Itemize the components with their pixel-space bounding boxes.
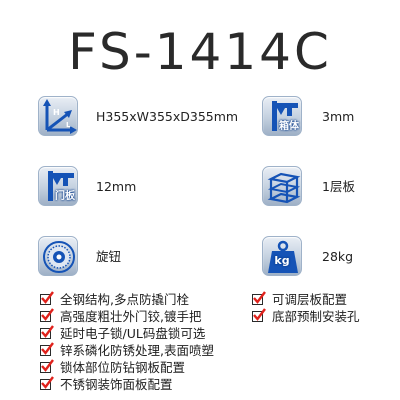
features-left-list: 全钢结构,多点防撬门栓 高强度粗壮外门铰,镀手把 延时电子锁/UL码盘锁可选 锌… (40, 291, 214, 393)
check-icon (40, 359, 54, 373)
spec-shelves-value: 1层板 (322, 179, 355, 194)
feature-item: 可调层板配置 (252, 291, 360, 308)
dimension-axes-icon: H L (38, 96, 78, 136)
feature-text: 不锈钢装饰面板配置 (60, 377, 173, 392)
shelf-icon (262, 166, 302, 206)
spec-body-thickness-value: 3mm (322, 109, 355, 124)
weight-icon: kg (262, 236, 302, 276)
check-icon (40, 376, 54, 390)
check-icon (252, 308, 266, 322)
check-icon (252, 291, 266, 305)
feature-text: 底部预制安装孔 (272, 309, 360, 324)
caliper-door-icon: 门板 (38, 166, 78, 206)
spec-weight-value: 28kg (322, 249, 354, 264)
spec-dimensions-value: H355xW355xD355mm (96, 109, 239, 124)
dial-knob-icon (38, 236, 78, 276)
spec-lock-value: 旋钮 (96, 249, 122, 264)
check-icon (40, 325, 54, 339)
caliper-door-badge: 门板 (55, 191, 75, 202)
feature-item: 高强度粗壮外门铰,镀手把 (40, 308, 214, 325)
feature-item: 不锈钢装饰面板配置 (40, 376, 214, 393)
feature-text: 锁体部位防钻钢板配置 (60, 360, 186, 375)
check-icon (40, 291, 54, 305)
svg-text:L: L (66, 121, 71, 129)
weight-badge: kg (274, 254, 290, 267)
feature-text: 全钢结构,多点防撬门栓 (60, 292, 189, 307)
feature-item: 锁体部位防钻钢板配置 (40, 359, 214, 376)
feature-text: 高强度粗壮外门铰,镀手把 (60, 309, 202, 324)
feature-item: 底部预制安装孔 (252, 308, 360, 325)
features-right-list: 可调层板配置 底部预制安装孔 (252, 291, 360, 325)
feature-item: 延时电子锁/UL码盘锁可选 (40, 325, 214, 342)
feature-text: 锌系磷化防锈处理,表面喷塑 (60, 343, 214, 358)
feature-text: 可调层板配置 (272, 292, 348, 307)
feature-item: 全钢结构,多点防撬门栓 (40, 291, 214, 308)
caliper-body-icon: 箱体 (262, 96, 302, 136)
check-icon (40, 308, 54, 322)
svg-text:H: H (53, 108, 60, 117)
check-icon (40, 342, 54, 356)
feature-item: 锌系磷化防锈处理,表面喷塑 (40, 342, 214, 359)
spec-door-thickness-value: 12mm (96, 179, 137, 194)
model-title: FS-1414C (68, 23, 332, 81)
caliper-body-badge: 箱体 (279, 121, 299, 132)
feature-text: 延时电子锁/UL码盘锁可选 (60, 326, 206, 341)
